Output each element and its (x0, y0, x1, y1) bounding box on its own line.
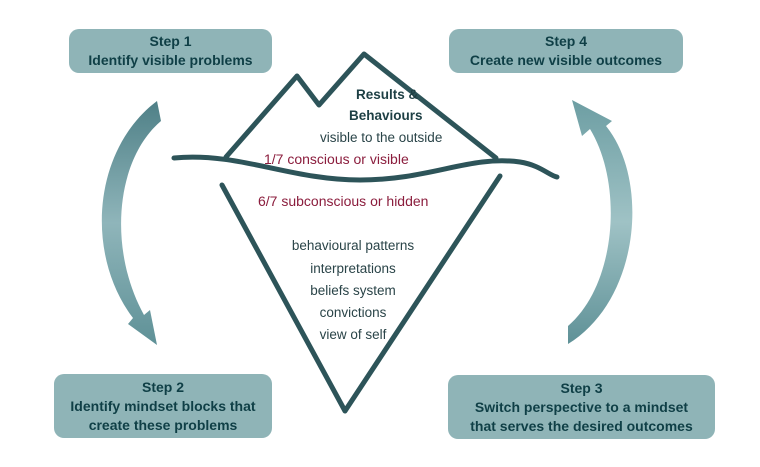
step4-text: Create new visible outcomes (469, 52, 663, 68)
conscious-ratio-text: 1/7 conscious or visible (264, 151, 409, 167)
hidden-item-behavioural-patterns: behavioural patterns (291, 238, 415, 253)
visible-outside-text: visible to the outside (320, 130, 443, 145)
step4-title: Step 4 (544, 33, 587, 49)
step2-text-line1: Identify mindset blocks that (70, 397, 256, 414)
results-heading-line2: Behaviours (349, 108, 423, 123)
step3-title: Step 3 (560, 379, 603, 396)
hidden-item-view-of-self: view of self (319, 327, 387, 342)
arrow-step1-to-step2 (101, 101, 161, 345)
step2-box: Step 2 Identify mindset blocks that crea… (54, 374, 272, 438)
step2-text-line2: create these problems (88, 416, 238, 433)
subconscious-ratio-text: 6/7 subconscious or hidden (258, 193, 429, 209)
step3-text-line1: Switch perspective to a mindset (474, 398, 689, 415)
step3-box: Step 3 Switch perspective to a mindset t… (448, 375, 715, 439)
hidden-item-beliefs-system: beliefs system (310, 283, 396, 298)
step2-title: Step 2 (141, 378, 184, 395)
step4-box: Step 4 Create new visible outcomes (449, 29, 683, 73)
results-heading-line1: Results & (356, 87, 419, 102)
step1-title: Step 1 (149, 33, 192, 49)
step3-text-line2: that serves the desired outcomes (470, 417, 693, 434)
waterline (171, 154, 560, 183)
arrow-step3-to-step4 (568, 100, 633, 344)
hidden-item-interpretations: interpretations (310, 261, 396, 276)
step1-text: Identify visible problems (88, 52, 253, 68)
step1-box: Step 1 Identify visible problems (69, 29, 272, 73)
iceberg-top-outline (223, 51, 499, 161)
iceberg-bottom-outline (219, 173, 503, 414)
hidden-item-convictions: convictions (319, 305, 387, 320)
